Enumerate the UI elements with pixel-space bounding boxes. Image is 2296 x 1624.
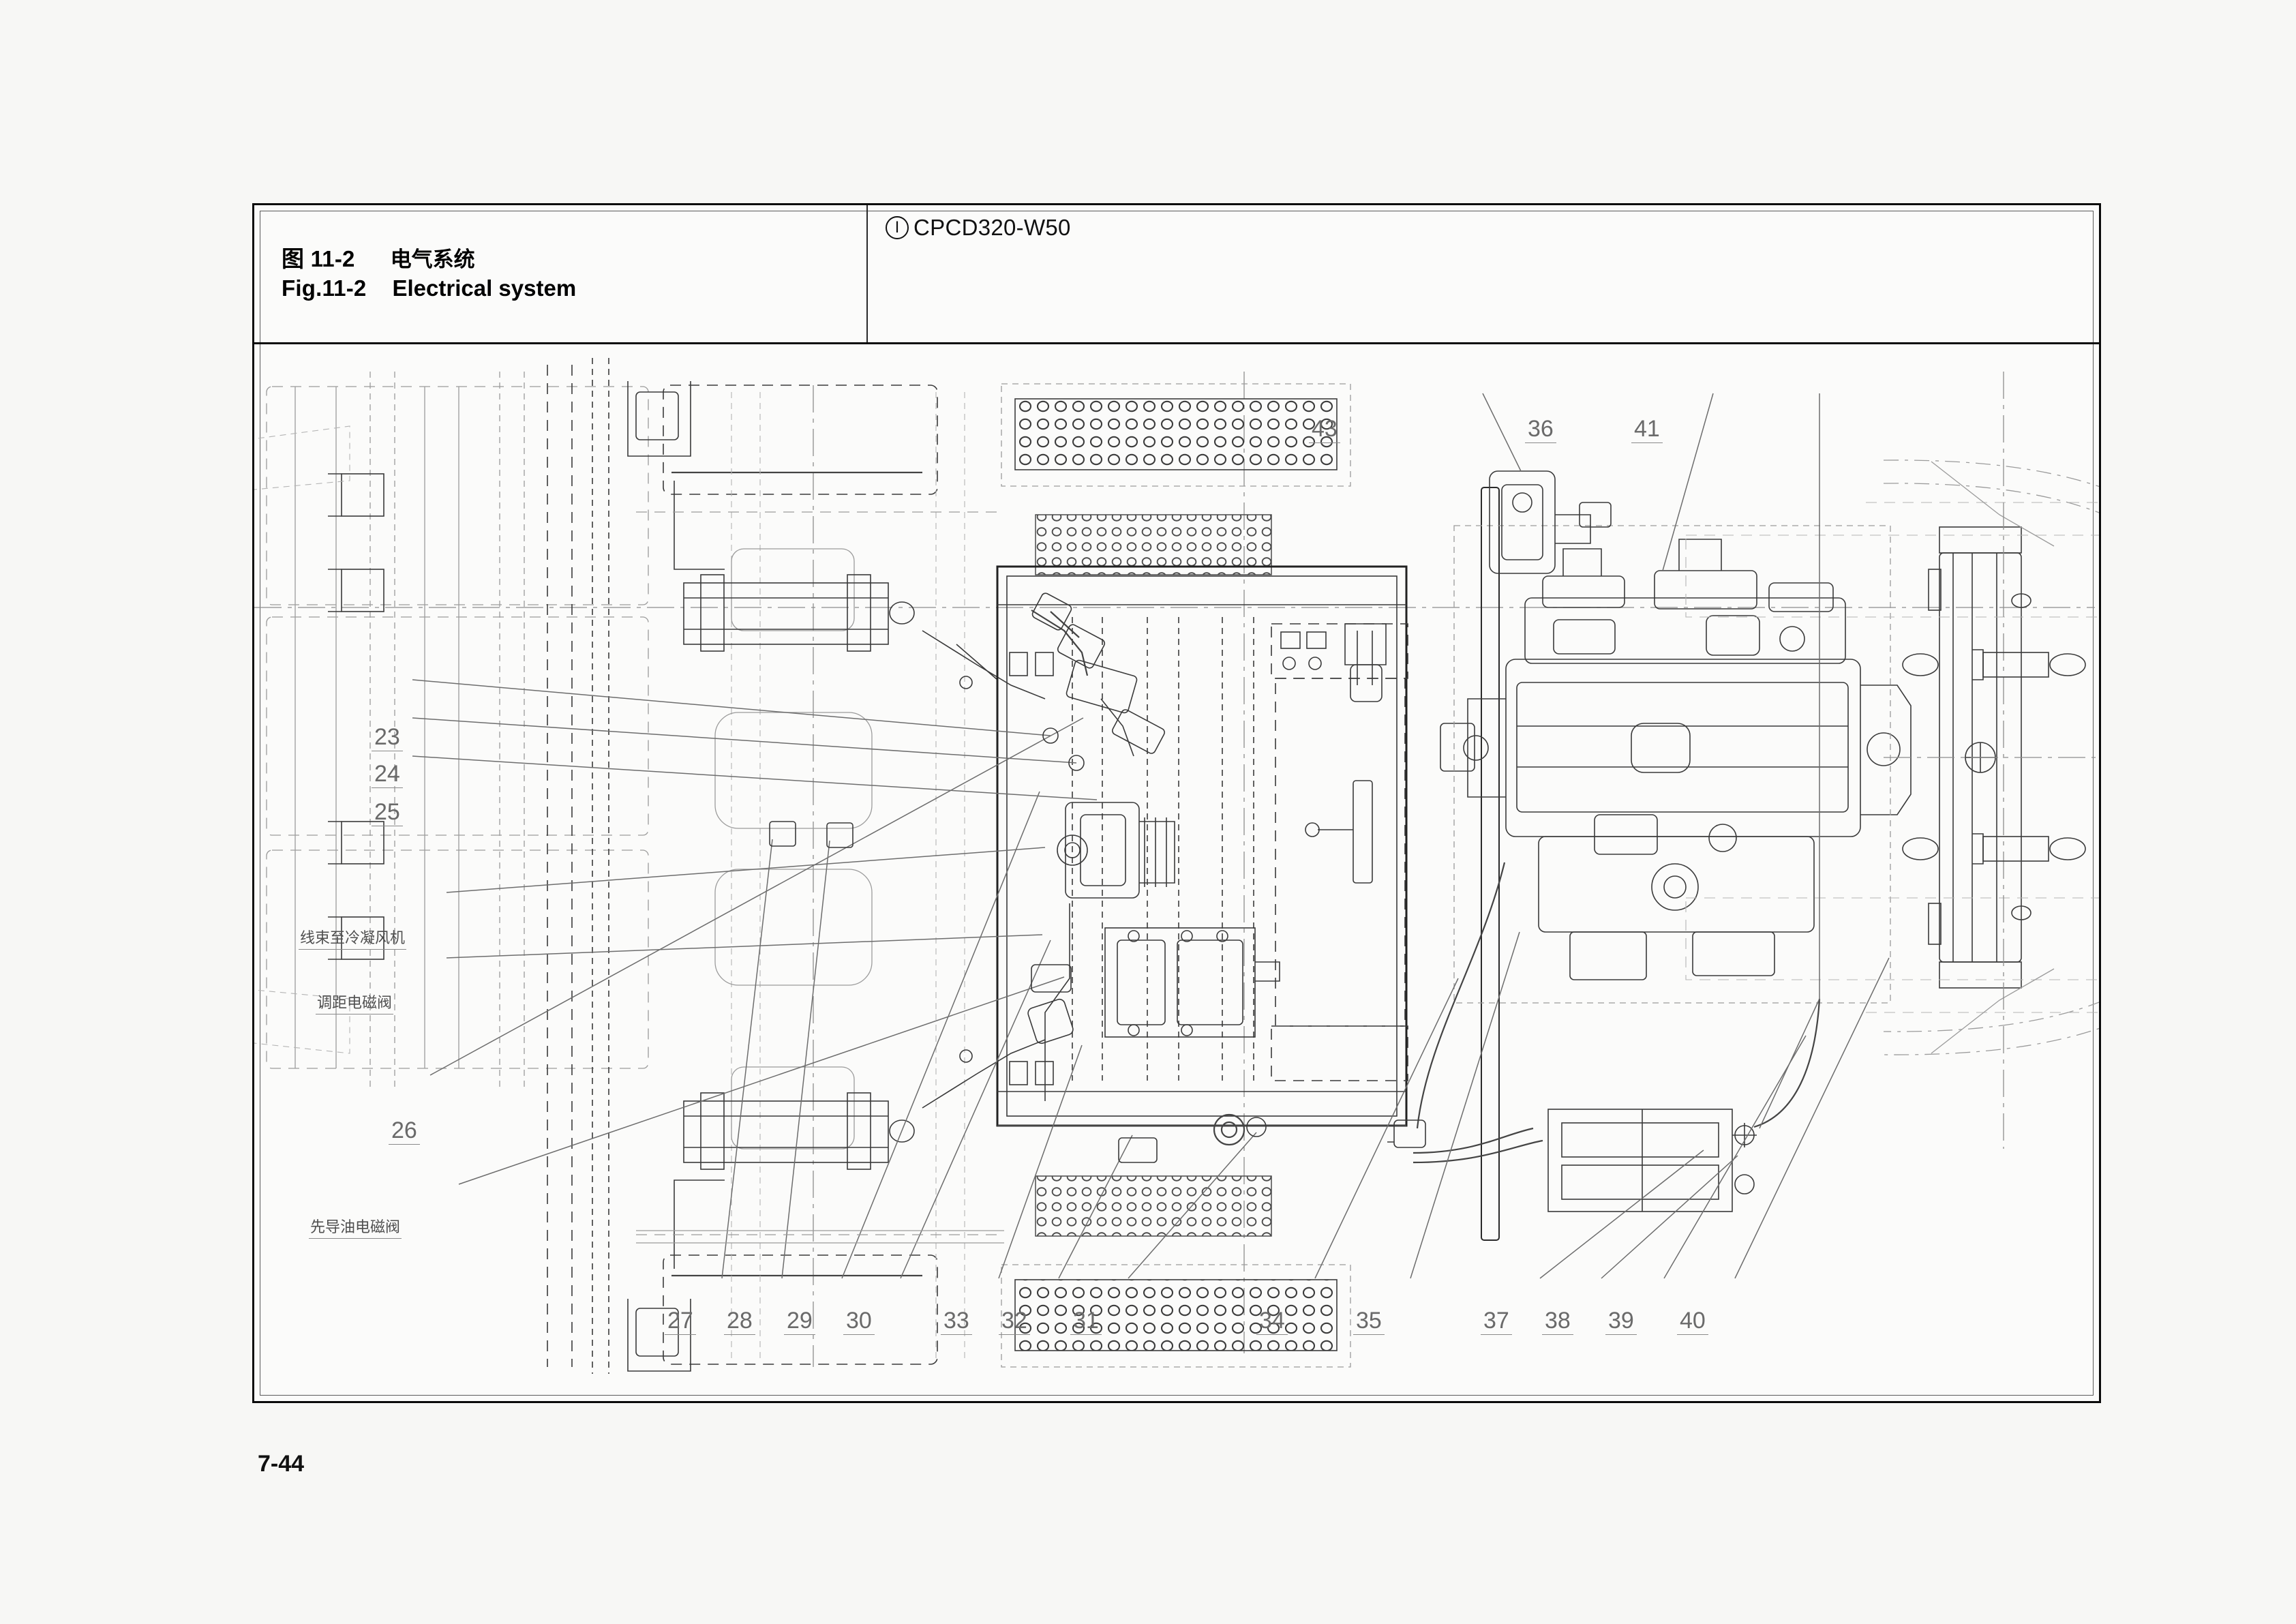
callout-number-text: 23 [374, 724, 400, 750]
title-block: 图 11-2 电气系统 Fig.11-2 Electrical system Ⅰ… [254, 205, 2099, 344]
callout-30: 30 [843, 1309, 875, 1335]
model-designation: Ⅰ CPCD320-W50 [886, 215, 1071, 241]
callout-35: 35 [1353, 1309, 1385, 1335]
callout-43: 43 [1309, 417, 1340, 443]
circled-roman-numeral-one-icon: Ⅰ [886, 216, 909, 239]
callout-39: 39 [1605, 1309, 1637, 1335]
callout-number-text: 34 [1259, 1308, 1285, 1334]
callout-number-text: 36 [1528, 416, 1554, 442]
callout-number-text: 26 [391, 1117, 417, 1143]
electrical-system-assembly-drawing: .s { fill:none; stroke:#3a3a3a; stroke-w… [254, 358, 2099, 1374]
callout-number-text: 25 [374, 799, 400, 825]
callout-number-text: 30 [846, 1308, 872, 1334]
callout-number-text: 27 [667, 1308, 693, 1334]
title-block-model-cell: Ⅰ CPCD320-W50 [868, 205, 2099, 342]
callout-41: 41 [1631, 417, 1663, 443]
callout-29: 29 [784, 1309, 815, 1335]
drawing-text-label-1: 线束至冷凝风机 [299, 930, 407, 950]
callout-number-text: 35 [1356, 1308, 1382, 1334]
figure-caption-english: Fig.11-2 Electrical system [282, 274, 576, 303]
callout-23: 23 [372, 725, 403, 751]
callout-number-text: 37 [1483, 1308, 1509, 1334]
callout-number-text: 29 [787, 1308, 813, 1334]
callout-number-text: 33 [943, 1308, 969, 1334]
callout-number-text: 39 [1608, 1308, 1634, 1334]
callout-number-text: 43 [1312, 416, 1338, 442]
callout-40: 40 [1677, 1309, 1708, 1335]
drawing-frame: 图 11-2 电气系统 Fig.11-2 Electrical system Ⅰ… [252, 203, 2101, 1403]
callout-26: 26 [389, 1119, 420, 1145]
callout-number-text: 24 [374, 761, 400, 787]
figure-title-cn: 电气系统 [390, 247, 475, 272]
title-block-figure-cell: 图 11-2 电气系统 Fig.11-2 Electrical system [254, 205, 868, 342]
figure-caption-chinese: 图 11-2 电气系统 [282, 245, 576, 274]
drawing-text-label-3: 先导油电磁阀 [309, 1219, 402, 1239]
callout-number-text: 41 [1634, 416, 1660, 442]
callout-34: 34 [1256, 1309, 1288, 1335]
callout-38: 38 [1542, 1309, 1573, 1335]
figure-number-en: Fig.11-2 [282, 275, 367, 301]
callout-number-text: 38 [1545, 1308, 1571, 1334]
figure-caption: 图 11-2 电气系统 Fig.11-2 Electrical system [254, 245, 576, 303]
callout-25: 25 [372, 800, 403, 826]
callout-27: 27 [665, 1309, 696, 1335]
model-number: CPCD320-W50 [913, 215, 1071, 240]
drawing-text-label-2: 调距电磁阀 [316, 995, 394, 1015]
callout-24: 24 [372, 762, 403, 788]
callout-33: 33 [941, 1309, 972, 1335]
callout-number-text: 31 [1073, 1308, 1099, 1334]
callout-number-text: 28 [727, 1308, 753, 1334]
callout-37: 37 [1481, 1309, 1512, 1335]
figure-title-en: Electrical system [392, 275, 577, 301]
callout-number-text: 32 [1001, 1308, 1027, 1334]
callout-32: 32 [999, 1309, 1030, 1335]
callout-28: 28 [724, 1309, 755, 1335]
figure-number-cn: 图 11-2 [282, 245, 355, 271]
callout-36: 36 [1525, 417, 1556, 443]
callout-31: 31 [1070, 1309, 1102, 1335]
drawing-area: .s { fill:none; stroke:#3a3a3a; stroke-w… [254, 344, 2099, 1401]
page-number: 7-44 [258, 1451, 305, 1477]
callout-number-text: 40 [1680, 1308, 1706, 1334]
